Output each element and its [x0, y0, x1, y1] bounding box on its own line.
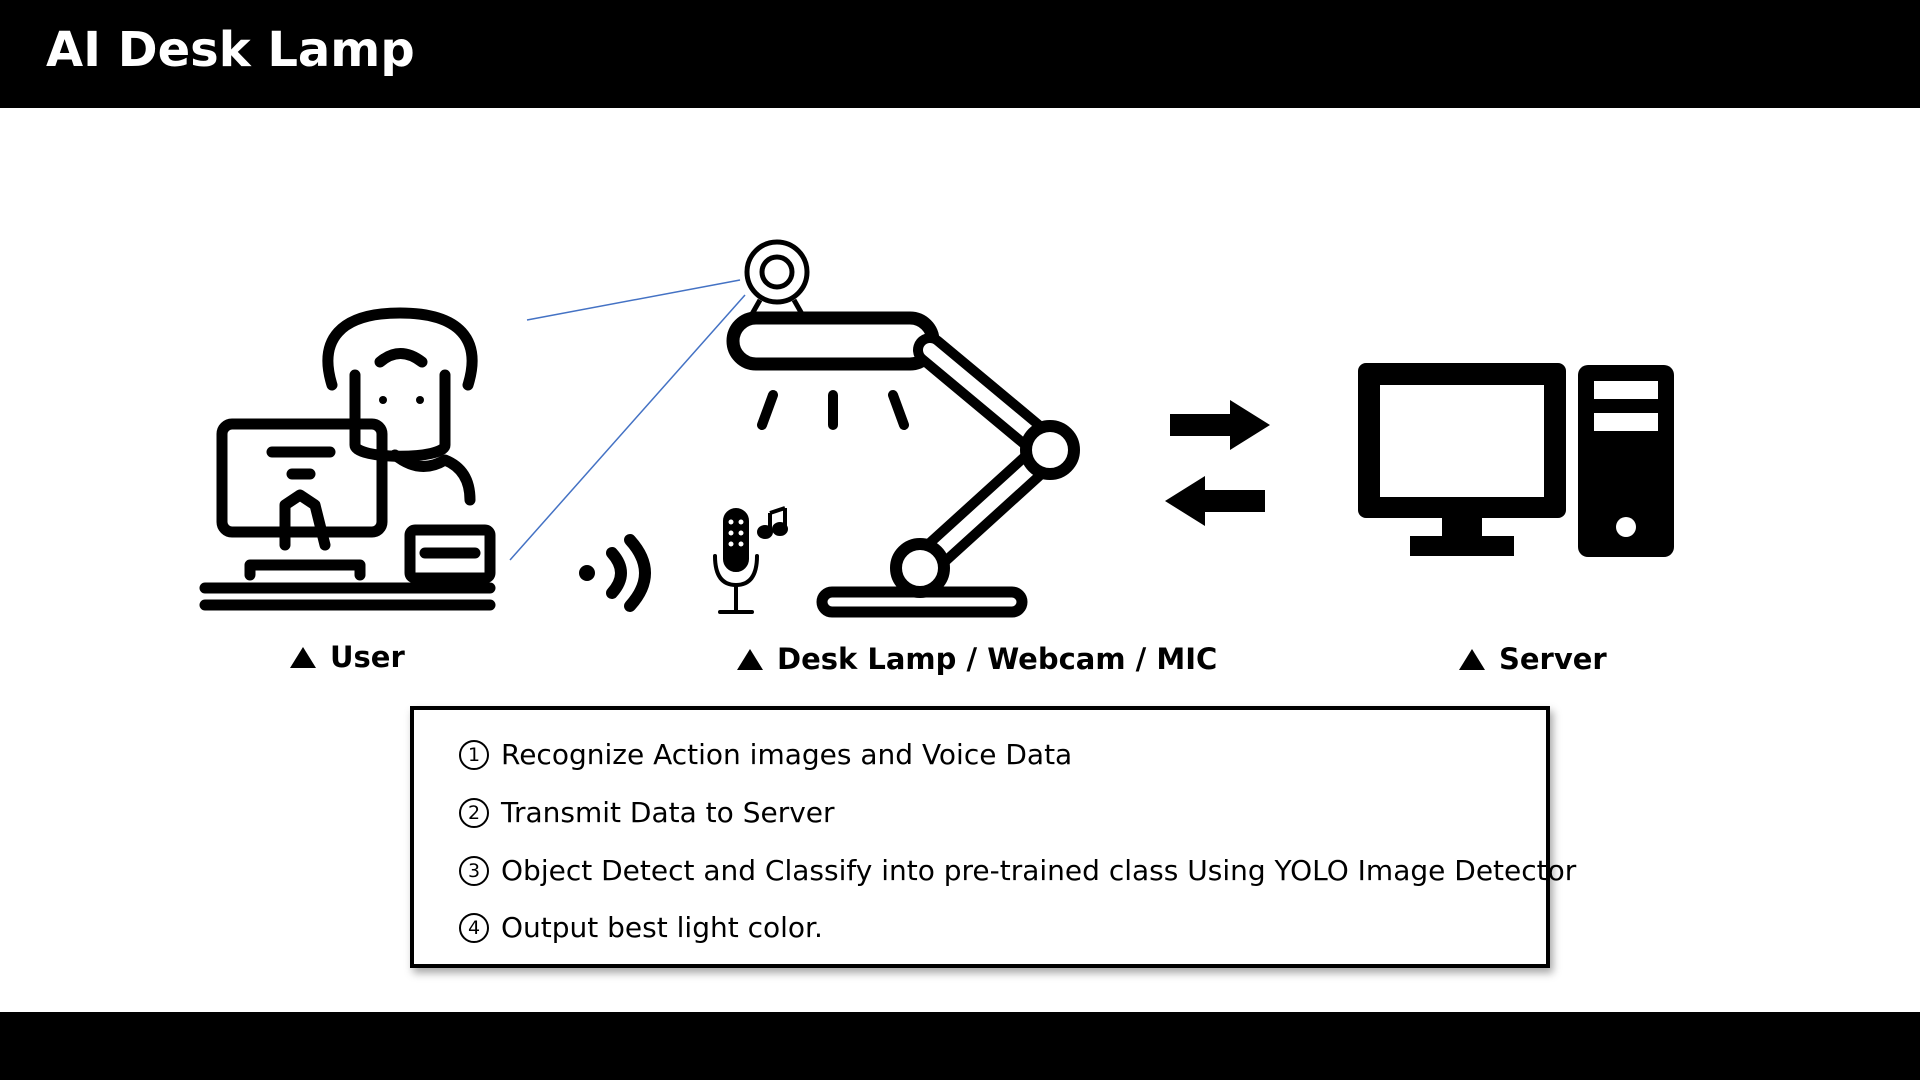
step-text: Transmit Data to Server — [501, 796, 835, 829]
sight-line-bottom — [509, 294, 746, 561]
triangle-up-icon — [737, 648, 763, 670]
sound-wave-icon — [579, 534, 651, 612]
arrow-right-icon — [1170, 400, 1270, 450]
footer-bar — [0, 1012, 1920, 1080]
sight-line-top — [526, 279, 741, 321]
page-title: AI Desk Lamp — [46, 22, 415, 78]
steps-box: 1 Recognize Action images and Voice Data… — [410, 706, 1576, 968]
webcam-icon — [744, 239, 810, 316]
lamp-caption: Desk Lamp / Webcam / MIC — [737, 642, 1217, 676]
step-number: 2 — [459, 797, 489, 828]
triangle-up-icon — [290, 646, 316, 668]
header-bar: AI Desk Lamp — [0, 0, 1920, 108]
computer-tower-icon — [1578, 365, 1674, 557]
triangle-up-icon — [1459, 648, 1485, 670]
user-caption: User — [290, 640, 405, 674]
user-at-computer-icon — [199, 307, 496, 611]
music-note-icon — [757, 506, 788, 539]
step-item: 1 Recognize Action images and Voice Data — [459, 738, 1072, 771]
step-number: 1 — [459, 739, 489, 770]
step-number: 3 — [459, 855, 489, 886]
monitor-icon — [1358, 363, 1566, 556]
step-number: 4 — [459, 912, 489, 943]
step-text: Object Detect and Classify into pre-trai… — [501, 854, 1577, 887]
desk-lamp-icon — [726, 311, 1080, 618]
step-item: 3 Object Detect and Classify into pre-tr… — [459, 854, 1576, 887]
user-label: User — [330, 640, 405, 674]
microphone-icon — [713, 508, 759, 614]
arrow-left-icon — [1165, 476, 1265, 526]
server-label: Server — [1499, 642, 1607, 676]
server-caption: Server — [1459, 642, 1607, 676]
step-text: Recognize Action images and Voice Data — [501, 738, 1073, 771]
lamp-label: Desk Lamp / Webcam / MIC — [777, 642, 1218, 676]
step-text: Output best light color. — [501, 911, 823, 944]
step-item: 4 Output best light color. — [459, 911, 823, 944]
step-item: 2 Transmit Data to Server — [459, 796, 835, 829]
